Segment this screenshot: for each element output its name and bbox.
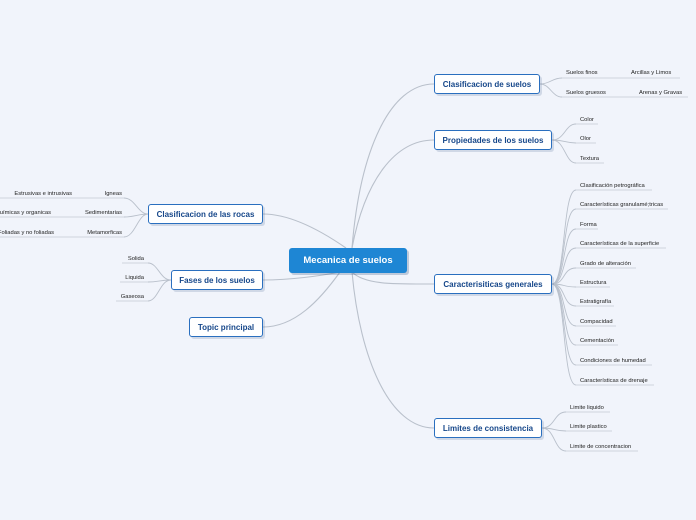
subtopic-estrusivas-intrusivas[interactable]: Estrusivas e intrusivas xyxy=(14,191,72,197)
subtopic-metamorficas[interactable]: Metamorficas xyxy=(87,230,122,236)
subtopic-limite-liquido[interactable]: Limite liquido xyxy=(570,405,604,411)
topic-caracteristicas-generales[interactable]: Caracterisiticas generales xyxy=(434,274,552,294)
topic-limites-consistencia[interactable]: Limites de consistencia xyxy=(434,418,542,438)
subtopic-olor[interactable]: Olor xyxy=(580,136,591,142)
topic-propiedades-suelos[interactable]: Propiedades de los suelos xyxy=(434,130,552,150)
subtopic-arcillas-limos[interactable]: Arcillas y Limos xyxy=(631,70,672,76)
subtopic-quimicas-organicas[interactable]: Químicas y organicas xyxy=(0,210,51,216)
subtopic-solida[interactable]: Solida xyxy=(127,256,144,262)
subtopic-color[interactable]: Color xyxy=(580,117,594,123)
subtopic-caracteristicas-drenaje[interactable]: Características de drenaje xyxy=(580,378,648,384)
subtopic-suelos-gruesos[interactable]: Suelos gruesos xyxy=(566,90,606,96)
connector-topic xyxy=(262,271,341,328)
connector-rocas xyxy=(262,213,347,249)
topic-principal[interactable]: Topic principal xyxy=(189,317,263,337)
connector-clasificacion-suelos xyxy=(351,83,435,249)
subtopic-textura[interactable]: Textura xyxy=(580,156,600,162)
topic-clasificacion-rocas[interactable]: Clasificacion de las rocas xyxy=(148,204,263,224)
subtopic-foliadas-no-foliadas[interactable]: Foliadas y no foliadas xyxy=(0,230,54,236)
connector-limites xyxy=(351,271,435,429)
connector-fases xyxy=(262,271,341,281)
subtopic-sedimentarias[interactable]: Sedimentarias xyxy=(84,210,122,216)
topic-clasificacion-suelos[interactable]: Clasificacion de suelos xyxy=(434,74,540,94)
subtopic-condiciones-humedad[interactable]: Condiciones de humedad xyxy=(580,358,646,364)
subtopic-caracteristicas-granulametricas[interactable]: Características granulamé;tricas xyxy=(580,202,664,208)
subtopic-estructura[interactable]: Estructura xyxy=(580,280,607,286)
subtopic-grado-alteracion[interactable]: Grado de alteración xyxy=(580,261,631,267)
subtopic-suelos-finos[interactable]: Suelos finos xyxy=(566,70,598,76)
subtopic-gaseosa[interactable]: Gaseosa xyxy=(120,294,144,300)
subtopic-liquida[interactable]: Liquida xyxy=(125,275,144,281)
central-topic[interactable]: Mecanica de suelos xyxy=(289,248,407,273)
topic-fases-suelos[interactable]: Fases de los suelos xyxy=(171,270,263,290)
subtopic-forma[interactable]: Forma xyxy=(580,222,597,228)
subtopic-compacidad[interactable]: Compacidad xyxy=(580,319,613,325)
subtopic-cementacion[interactable]: Cementación xyxy=(580,338,615,344)
subtopic-igneas[interactable]: Igneas xyxy=(104,191,122,197)
subtopic-estratigrafia[interactable]: Estratigrafía xyxy=(580,299,612,305)
subtopic-clasificacion-petrografica[interactable]: Clasificación petrográfica xyxy=(580,183,645,189)
connector-caracteristicas xyxy=(351,271,435,285)
subtopic-caracteristicas-superficie[interactable]: Características de la superficie xyxy=(580,241,660,247)
subtopic-limite-plastico[interactable]: Limite plastico xyxy=(570,424,607,430)
subtopic-limite-concentracion[interactable]: Limite de concentracion xyxy=(570,444,632,450)
subtopic-arenas-gravas[interactable]: Arenas y Gravas xyxy=(639,90,683,96)
connector-propiedades xyxy=(351,139,435,249)
